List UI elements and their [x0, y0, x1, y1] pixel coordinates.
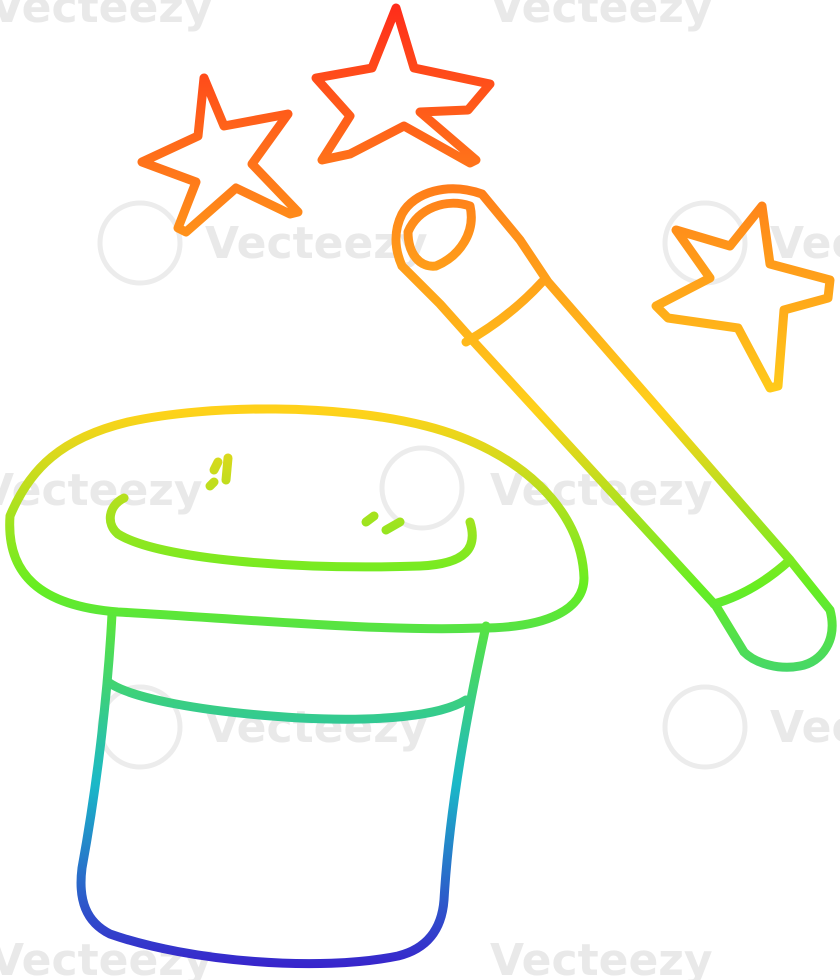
hat-brim-outline — [5, 404, 589, 634]
watermark-text-10: Vecteezy — [490, 935, 713, 980]
star-top-left-icon — [137, 73, 303, 237]
top-hat — [5, 404, 589, 969]
watermark-text-4: Vecteezy — [770, 218, 840, 269]
wand-tip-band — [461, 277, 547, 347]
hat-sparkle-right-2 — [381, 517, 405, 535]
watermark-text-1: Vecteezy — [0, 0, 213, 33]
star-right-icon — [651, 201, 835, 393]
hat-band-line — [103, 677, 471, 724]
hat-sparkle-left-2 — [221, 453, 233, 485]
watermark-logo-icon — [379, 445, 465, 531]
hat-crown-outline — [76, 609, 491, 969]
watermark-logo-icon — [97, 200, 183, 286]
wand-end-band — [709, 555, 795, 609]
hat-opening-curve — [105, 493, 477, 572]
wand-outline — [391, 184, 837, 672]
watermark-text-9: Vecteezy — [0, 935, 213, 980]
hat-sparkle-left-3 — [205, 477, 219, 491]
hat-sparkle-right-1 — [361, 511, 379, 527]
watermark-text-2: Vecteezy — [490, 0, 713, 33]
watermark-text-3: Vecteezy — [205, 218, 428, 269]
wand-tip-ellipse — [403, 198, 476, 271]
star-top-center-icon — [311, 3, 495, 168]
magic-wand — [391, 184, 837, 672]
hat-sparkle-left-1 — [209, 457, 223, 475]
watermark-text-8: Vecteezy — [770, 702, 840, 753]
watermark-logo-icon — [662, 684, 748, 770]
